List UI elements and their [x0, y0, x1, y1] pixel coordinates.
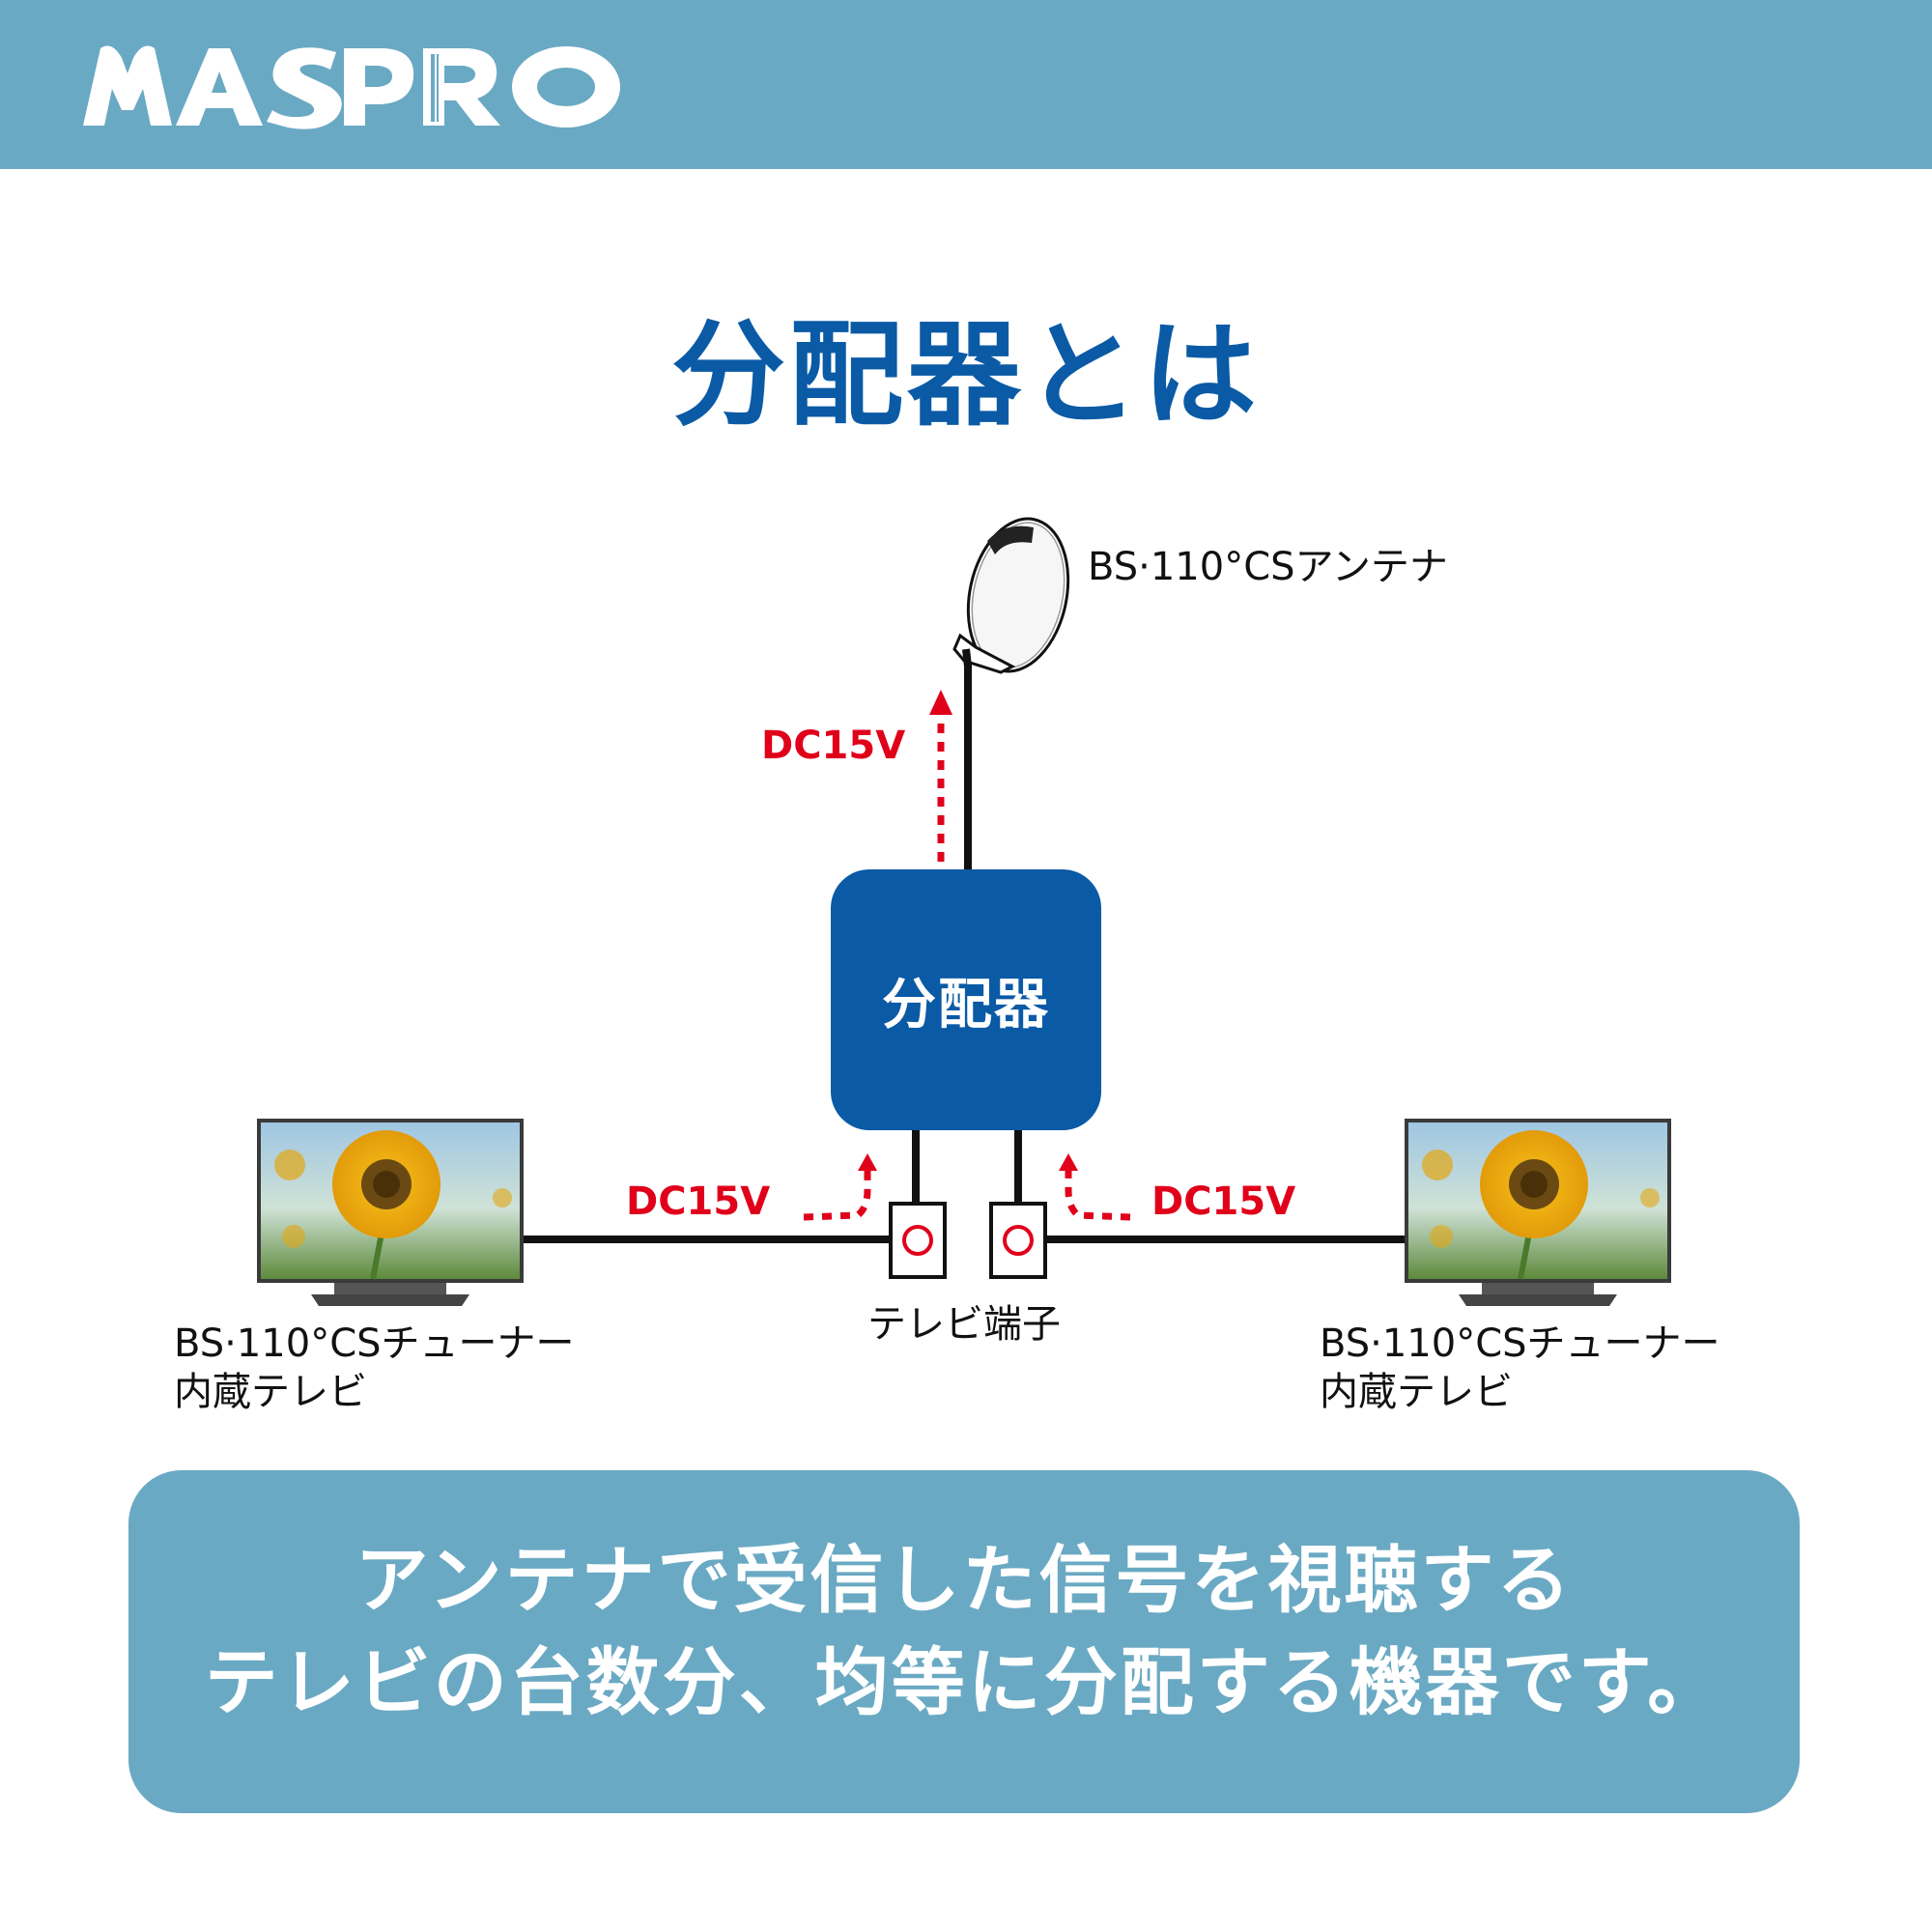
- voltage-label-left: DC15V: [626, 1179, 771, 1224]
- description-line-1: アンテナで受信した信号を視聴する: [355, 1537, 1574, 1623]
- voltage-label-right: DC15V: [1151, 1179, 1296, 1224]
- tv-right-label-line1: BS·110°CSチューナー: [1320, 1321, 1720, 1366]
- description-line-2: テレビの台数分、均等に分配する機器です。: [204, 1639, 1724, 1725]
- power-arrowhead-left: [858, 1153, 877, 1171]
- tv-outlet-right: [989, 1202, 1047, 1279]
- coax-cables: [522, 665, 1405, 1243]
- tv-right-label-line2: 内蔵テレビ: [1320, 1370, 1513, 1414]
- maspro-logo: [83, 45, 620, 129]
- tv-left-label-line1: BS·110°CSチューナー: [174, 1321, 575, 1366]
- page-title: 分配器とは: [670, 308, 1261, 441]
- tv-left-icon: [257, 1119, 524, 1306]
- splitter-box: 分配器: [831, 869, 1101, 1130]
- antenna-label: BS·110°CSアンテナ: [1088, 545, 1448, 589]
- splitter-label: 分配器: [882, 973, 1050, 1037]
- antenna-dish-icon: [952, 517, 1070, 674]
- power-arrowhead-right: [1059, 1153, 1078, 1171]
- tv-left-label-line2: 内蔵テレビ: [174, 1370, 367, 1414]
- power-arrows: [803, 721, 1131, 1221]
- voltage-label-top: DC15V: [761, 724, 906, 768]
- tv-right-icon: [1405, 1119, 1671, 1306]
- outlet-label: テレビ端子: [867, 1302, 1061, 1347]
- tv-outlet-left: [889, 1202, 947, 1279]
- header-bar: [0, 0, 1932, 169]
- description-panel: アンテナで受信した信号を視聴する テレビの台数分、均等に分配する機器です。: [128, 1470, 1800, 1813]
- power-arrowhead-up: [929, 690, 952, 715]
